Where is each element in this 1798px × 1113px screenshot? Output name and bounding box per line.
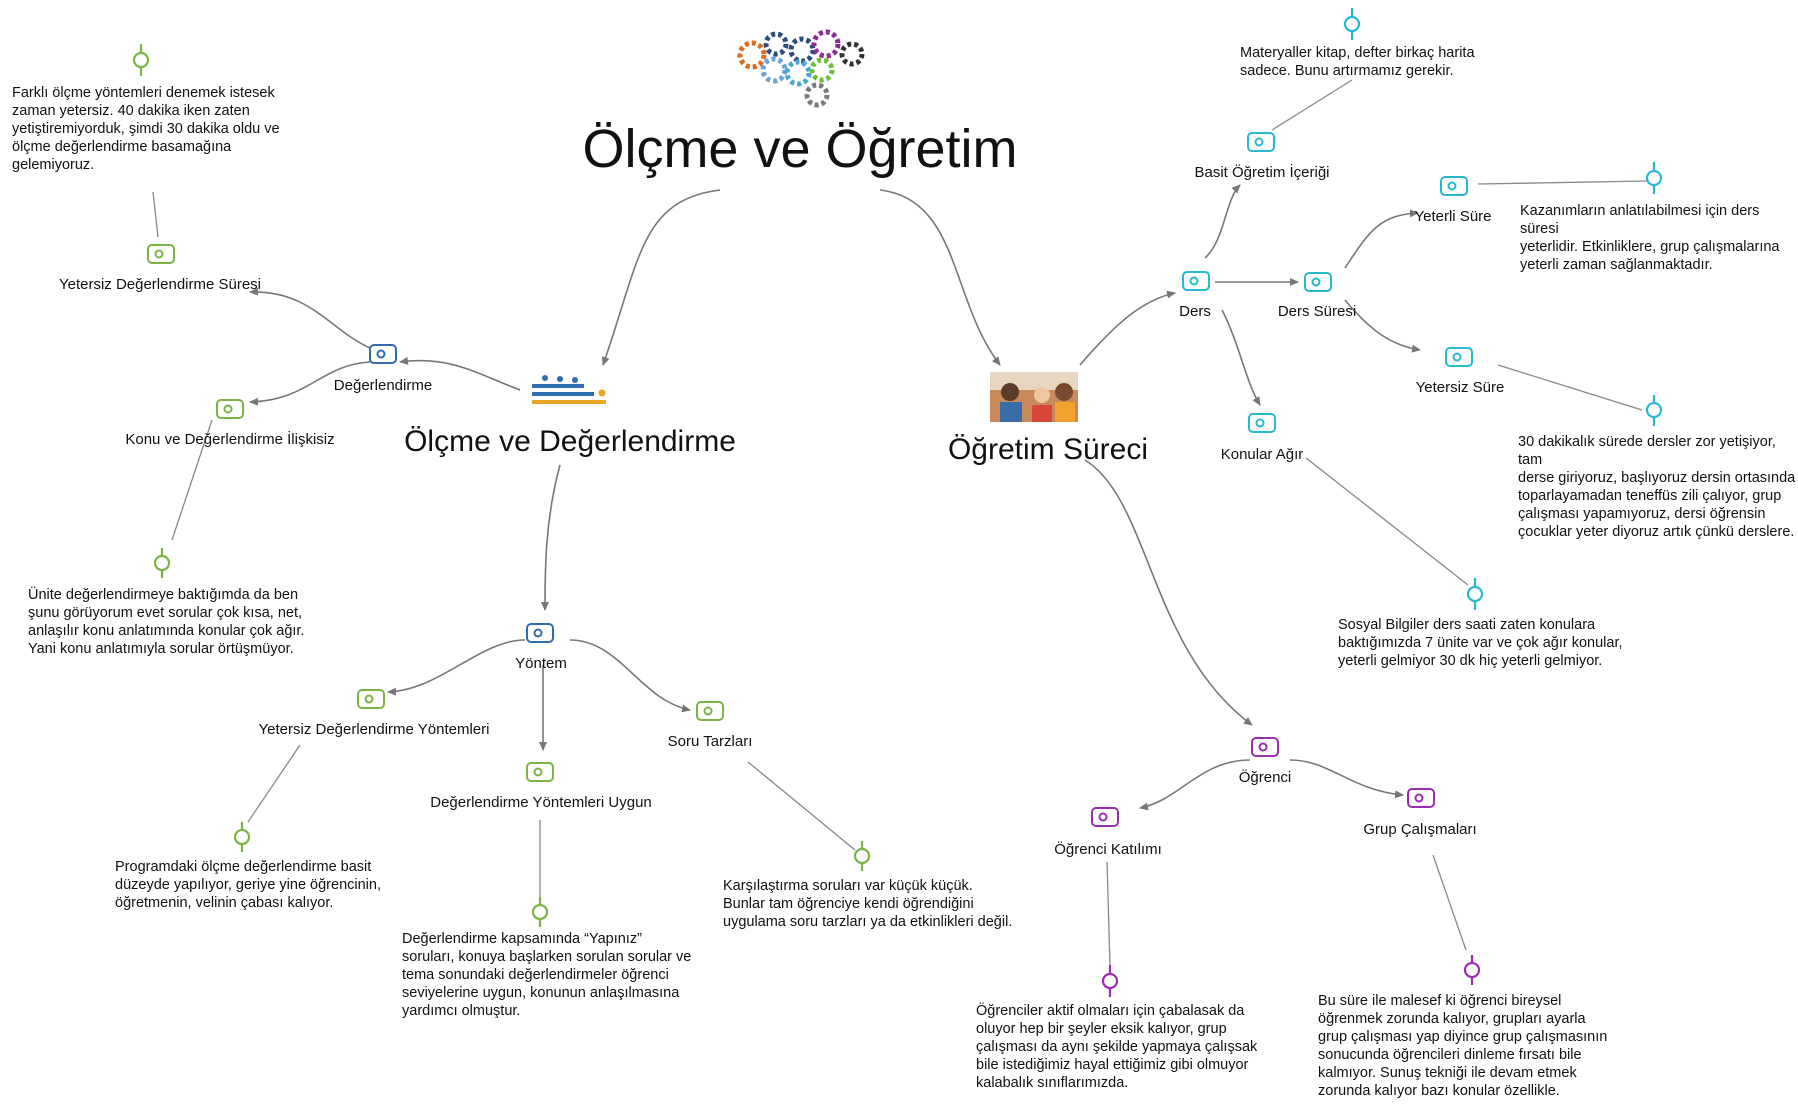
left-branch-title[interactable]: Ölçme ve Değerlendirme — [404, 425, 736, 458]
edge-ders-basit — [1204, 184, 1241, 259]
node-icons — [147, 132, 1473, 827]
edge-sure-yetersiz — [1344, 299, 1421, 353]
memo-icons — [132, 8, 1663, 997]
tag-icon[interactable] — [147, 244, 175, 264]
memo-line-r5 — [1106, 861, 1111, 966]
node-konular-agir[interactable]: Konular Ağır — [1220, 446, 1304, 463]
memo-degerlendirme-yontemleri-uygun: Değerlendirme kapsamında “Yapınız” sorul… — [402, 931, 692, 1019]
memo-yetersiz-degerlendirme-suresi: Farklı ölçme yöntemleri denemek istesek … — [12, 85, 280, 173]
memo-line-r1 — [1271, 79, 1353, 131]
memo-konu-degerlendirme-iliskisiz: Ünite değerlendirmeye baktığımda da ben … — [28, 587, 305, 657]
node-konu-degerlendirme-iliskisiz[interactable]: Konu ve Değerlendirme İlişkisiz — [125, 431, 335, 448]
classroom-photo-icon — [990, 372, 1078, 422]
memo-pin-icon[interactable] — [1101, 965, 1119, 997]
edge-left-yontem — [541, 464, 561, 611]
edge-right-ders — [1079, 290, 1176, 366]
edge-right-ogrenci — [1084, 459, 1253, 726]
tag-icon[interactable] — [526, 762, 554, 782]
node-yontem[interactable]: Yöntem — [515, 655, 567, 672]
memo-line-l5 — [747, 761, 856, 851]
node-yetersiz-sure[interactable]: Yetersiz Süre — [1415, 379, 1505, 396]
edge-ogrenci-katilim — [1139, 759, 1251, 811]
memo-pin-icon[interactable] — [1466, 578, 1484, 610]
memo-yetersiz-sure: 30 dakikalık sürede dersler zor yetişiyo… — [1518, 434, 1796, 540]
memo-line-r2 — [1477, 180, 1649, 185]
tag-icon[interactable] — [1247, 132, 1275, 152]
memo-pin-icon[interactable] — [1343, 8, 1361, 40]
memo-pin-icon[interactable] — [1645, 162, 1663, 194]
edge-ders-konular — [1221, 309, 1261, 406]
edge-sure-yeterli — [1344, 209, 1419, 269]
memo-pin-icon[interactable] — [1645, 395, 1663, 426]
tag-icon[interactable] — [526, 623, 554, 643]
tag-icon[interactable] — [1440, 176, 1468, 196]
right-branch-title[interactable]: Öğretim Süreci — [947, 433, 1149, 466]
node-degerlendirme-yontemleri-uygun[interactable]: Değerlendirme Yöntemleri Uygun — [430, 794, 652, 811]
tag-icon[interactable] — [216, 399, 244, 419]
memo-pin-icon[interactable] — [153, 548, 171, 578]
memo-connectors — [152, 79, 1649, 966]
tag-icon[interactable] — [1304, 272, 1332, 292]
edges — [249, 184, 1421, 811]
main-title: Ölçme ve Öğretim — [582, 119, 1018, 179]
edge-ogrenci-grup — [1289, 759, 1404, 799]
memo-line-r6 — [1432, 854, 1467, 951]
node-yetersiz-degerlendirme-suresi[interactable]: Yetersiz Değerlendirme Süresi — [58, 276, 262, 293]
memo-line-l3 — [247, 744, 301, 823]
memo-line-l2 — [171, 419, 213, 541]
memo-yetersiz-degerlendirme-yontemleri: Programdaki ölçme değerlendirme basit dü… — [115, 859, 381, 911]
tag-icon[interactable] — [1182, 271, 1210, 291]
node-ders[interactable]: Ders — [1179, 303, 1211, 320]
node-degerlendirme[interactable]: Değerlendirme — [333, 377, 433, 394]
memo-pin-icon[interactable] — [132, 44, 150, 76]
edge-root-right — [879, 189, 1001, 366]
gears-icon — [737, 29, 865, 108]
tag-icon[interactable] — [696, 701, 724, 721]
memo-line-r4 — [1305, 457, 1469, 586]
node-ogrenci-katilimi[interactable]: Öğrenci Katılımı — [1054, 841, 1162, 858]
tag-icon[interactable] — [1091, 807, 1119, 827]
node-soru-tarzlari[interactable]: Soru Tarzları — [667, 733, 753, 750]
node-grup-calismalari[interactable]: Grup Çalışmaları — [1363, 821, 1477, 838]
tag-icon[interactable] — [357, 689, 385, 709]
node-basit-ogretim-icerigi[interactable]: Basit Öğretim İçeriği — [1194, 164, 1330, 181]
memo-pin-icon[interactable] — [1463, 955, 1481, 985]
node-yeterli-sure[interactable]: Yeterli Süre — [1414, 208, 1492, 225]
memo-soru-tarzlari: Karşılaştırma soruları var küçük küçük. … — [723, 878, 1013, 930]
tag-icon[interactable] — [369, 344, 397, 364]
edge-yontem-soru — [569, 639, 691, 713]
race-icon — [532, 375, 606, 404]
tag-icon[interactable] — [1251, 737, 1279, 757]
edge-deg-iliskisiz — [249, 361, 371, 406]
node-yetersiz-degerlendirme-yontemleri[interactable]: Yetersiz Değerlendirme Yöntemleri — [258, 721, 490, 738]
memo-basit-ogretim-icerigi: Materyaller kitap, defter birkaç harita … — [1240, 45, 1475, 79]
memo-pin-icon[interactable] — [233, 822, 251, 852]
memo-grup-calismalari: Bu süre ile malesef ki öğrenci bireysel … — [1318, 993, 1608, 1099]
memo-pin-icon[interactable] — [853, 841, 871, 871]
edge-deg-yetersiz — [249, 287, 371, 349]
memo-konular-agir: Sosyal Bilgiler ders saati zaten konular… — [1338, 617, 1623, 669]
tag-icon[interactable] — [1248, 413, 1276, 433]
memo-line-l1 — [152, 191, 159, 238]
node-ders-suresi[interactable]: Ders Süresi — [1277, 303, 1357, 320]
memo-line-r3 — [1497, 364, 1643, 411]
edge-yontem-yetersiz — [387, 639, 526, 696]
memo-pin-icon[interactable] — [531, 897, 549, 927]
edge-left-degerlendirme — [399, 356, 521, 391]
tag-icon[interactable] — [1445, 347, 1473, 367]
edge-root-left — [601, 189, 721, 366]
node-ogrenci[interactable]: Öğrenci — [1238, 769, 1292, 786]
memo-ogrenci-katilimi: Öğrenciler aktif olmaları için çabalasak… — [976, 1003, 1258, 1091]
tag-icon[interactable] — [1407, 788, 1435, 808]
memo-yeterli-sure: Kazanımların anlatılabilmesi için ders s… — [1520, 203, 1780, 273]
